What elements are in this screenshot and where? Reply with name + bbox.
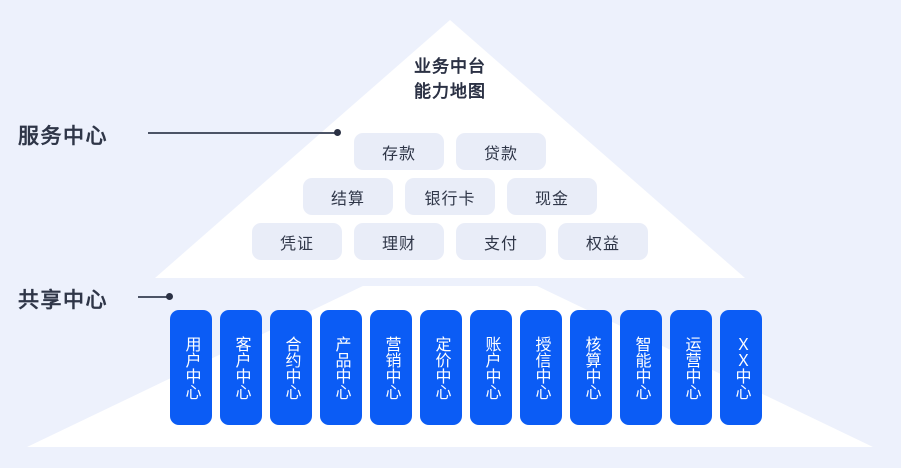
shared-card-label: ＸＸ中心 [732,335,750,400]
shared-card-label: 授信中心 [532,335,550,400]
diagram-title: 业务中台 能力地图 [330,54,570,104]
service-center-label: 服务中心 [18,125,108,148]
service-center-connector-dot [334,129,341,136]
shared-card-accounting-center[interactable]: 核算中心 [570,310,612,425]
service-pill-jiesuan[interactable]: 结算 [303,178,393,215]
shared-card-label: 账户中心 [482,335,500,400]
service-pill-yinhangka[interactable]: 银行卡 [405,178,495,215]
shared-card-marketing-center[interactable]: 营销中心 [370,310,412,425]
shared-card-product-center[interactable]: 产品中心 [320,310,362,425]
service-pill-zhifu[interactable]: 支付 [456,223,546,260]
service-pill-cunkuan[interactable]: 存款 [354,133,444,170]
shared-center-connector-line [138,296,168,298]
shared-center-connector-dot [166,293,173,300]
shared-card-xx-center[interactable]: ＸＸ中心 [720,310,762,425]
shared-card-label: 客户中心 [232,335,250,400]
service-center-row-1: 存款 贷款 [250,133,650,170]
service-center-row-3: 凭证 理财 支付 权益 [230,223,670,260]
shared-card-pricing-center[interactable]: 定价中心 [420,310,462,425]
service-pill-daikuan[interactable]: 贷款 [456,133,546,170]
shared-card-label: 定价中心 [432,335,450,400]
service-pill-xianjin[interactable]: 现金 [507,178,597,215]
shared-card-credit-center[interactable]: 授信中心 [520,310,562,425]
service-center-row-2: 结算 银行卡 现金 [250,178,650,215]
shared-center-label: 共享中心 [18,289,108,312]
shared-card-label: 营销中心 [382,335,400,400]
service-pill-licai[interactable]: 理财 [354,223,444,260]
shared-card-label: 用户中心 [182,335,200,400]
shared-card-contract-center[interactable]: 合约中心 [270,310,312,425]
service-pill-quanyi[interactable]: 权益 [558,223,648,260]
shared-card-operations-center[interactable]: 运营中心 [670,310,712,425]
shared-card-label: 智能中心 [632,335,650,400]
service-pill-pingzheng[interactable]: 凭证 [252,223,342,260]
shared-card-label: 合约中心 [282,335,300,400]
shared-card-account-center[interactable]: 账户中心 [470,310,512,425]
shared-card-label: 产品中心 [332,335,350,400]
shared-center-card-strip: 用户中心 客户中心 合约中心 产品中心 营销中心 定价中心 账户中心 授信中心 … [170,310,762,425]
shared-card-label: 运营中心 [682,335,700,400]
shared-card-user-center[interactable]: 用户中心 [170,310,212,425]
shared-card-customer-center[interactable]: 客户中心 [220,310,262,425]
diagram-title-line1: 业务中台 [414,57,486,76]
service-center-connector-line [148,132,336,134]
shared-card-label: 核算中心 [582,335,600,400]
shared-card-intelligence-center[interactable]: 智能中心 [620,310,662,425]
diagram-title-line2: 能力地图 [414,82,486,101]
